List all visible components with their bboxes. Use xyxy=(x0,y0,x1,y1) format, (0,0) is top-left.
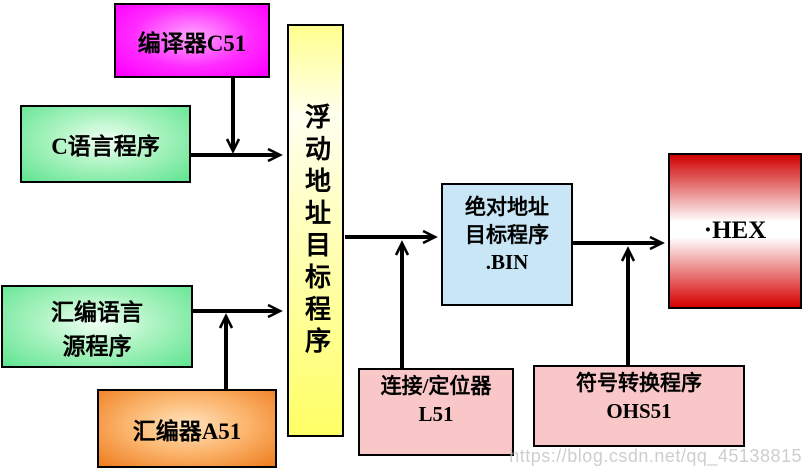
compiler-c51-box: 编译器C51 xyxy=(114,3,270,78)
relocatable-object-box: 浮动地址目标程序 xyxy=(287,24,344,437)
symbol-converter-ohs51-box: 符号转换程序 OHS51 xyxy=(533,365,745,447)
assembler-a51-label: 汇编器A51 xyxy=(132,418,242,444)
hex-output-label: ·HEX xyxy=(703,217,767,244)
c-language-program-label: C语言程序 xyxy=(51,134,160,159)
linker-locator-l51-box: 连接/定位器 L51 xyxy=(358,368,514,456)
relocatable-object-label: 浮动地址目标程序 xyxy=(301,102,331,359)
assembly-source-label: 汇编语言 源程序 xyxy=(51,299,143,359)
assembler-a51-box: 汇编器A51 xyxy=(97,389,277,468)
linker-locator-l51-label: 连接/定位器 L51 xyxy=(380,374,492,426)
assembly-source-box: 汇编语言 源程序 xyxy=(1,285,193,368)
symbol-converter-ohs51-label: 符号转换程序 OHS51 xyxy=(576,371,702,423)
absolute-object-bin-box: 绝对地址 目标程序 .BIN xyxy=(441,183,573,306)
c-language-program-box: C语言程序 xyxy=(20,105,191,183)
absolute-object-bin-label: 绝对地址 目标程序 .BIN xyxy=(465,194,549,275)
hex-output-box: ·HEX xyxy=(668,153,802,309)
csdn-watermark: https://blog.csdn.net/qq_45138815 xyxy=(509,446,802,466)
compiler-c51-label: 编译器C51 xyxy=(137,30,247,56)
